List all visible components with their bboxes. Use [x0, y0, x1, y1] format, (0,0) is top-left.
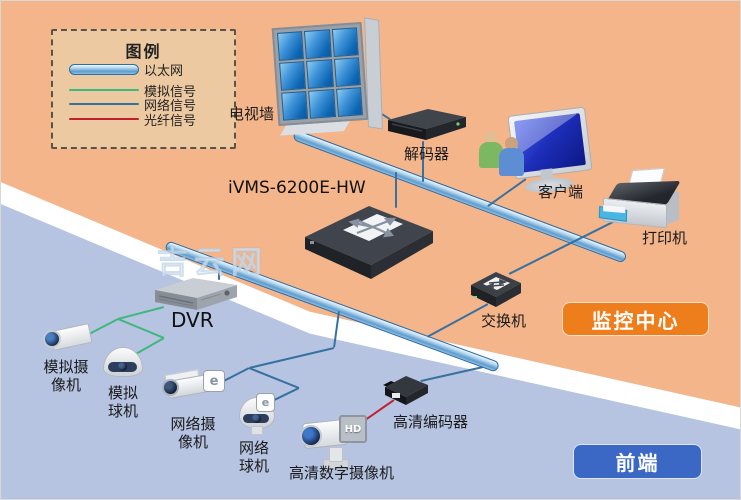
network-dome-icon: e: [239, 393, 279, 439]
analog-camera-icon: [43, 323, 97, 353]
client-icon: [477, 106, 597, 201]
signal-wire: [248, 347, 335, 369]
legend-label-fiber: 光纤信号: [144, 113, 197, 129]
monitoring-center-badge: 监控中心: [563, 303, 708, 335]
hd-camera-icon: HD: [300, 415, 367, 469]
switch-label: 交换机: [481, 312, 527, 330]
printer-icon: [597, 167, 692, 237]
server-label: iVMS-6200E-HW: [228, 178, 366, 198]
legend-label-ethernet: 以太网: [144, 63, 184, 79]
network-camera-icon: e: [162, 369, 225, 405]
tv-wall-screens: [271, 21, 369, 127]
watermark: 吉云网: [157, 245, 268, 282]
client-label: 客户端: [538, 183, 584, 201]
hd-encoder-icon: [381, 371, 433, 415]
server-icon: [299, 197, 439, 289]
fiber-swatch-icon: [69, 117, 139, 121]
e-badge: e: [203, 370, 225, 392]
printer-label: 打印机: [642, 229, 688, 247]
ethernet-swatch-icon: [69, 63, 139, 75]
dvr-icon: [151, 273, 241, 323]
hd-badge: HD: [339, 415, 367, 443]
legend-title: 图例: [125, 42, 162, 61]
legend-box: 图例 以太网 模拟信号 网络信号 光纤信号: [51, 29, 236, 149]
hd-encoder-label: 高清编码器: [393, 413, 469, 431]
legend-label-analog: 模拟信号: [144, 84, 197, 100]
decoder-icon: [384, 104, 470, 150]
legend-label-network: 网络信号: [144, 98, 197, 114]
e-badge: e: [256, 393, 275, 412]
analog-camera-label: 模拟摄像机: [43, 358, 89, 394]
hd-camera-label: 高清数字摄像机: [289, 464, 395, 482]
signal-wire: [248, 367, 300, 389]
tv-wall-icon: [271, 17, 391, 139]
network-camera-label: 网络摄像机: [170, 415, 216, 451]
network-swatch-icon: [69, 102, 139, 106]
switch-icon: [465, 265, 527, 321]
network-dome-label: 网络球机: [238, 439, 269, 475]
decoder-label: 解码器: [404, 145, 450, 163]
tv-wall-label: 电视墙: [229, 105, 275, 123]
dvr-label: DVR: [171, 308, 214, 332]
analog-dome-label: 模拟球机: [107, 384, 138, 420]
front-end-badge: 前端: [574, 445, 701, 478]
analog-dome-icon: [103, 347, 143, 379]
analog-swatch-icon: [69, 88, 139, 92]
